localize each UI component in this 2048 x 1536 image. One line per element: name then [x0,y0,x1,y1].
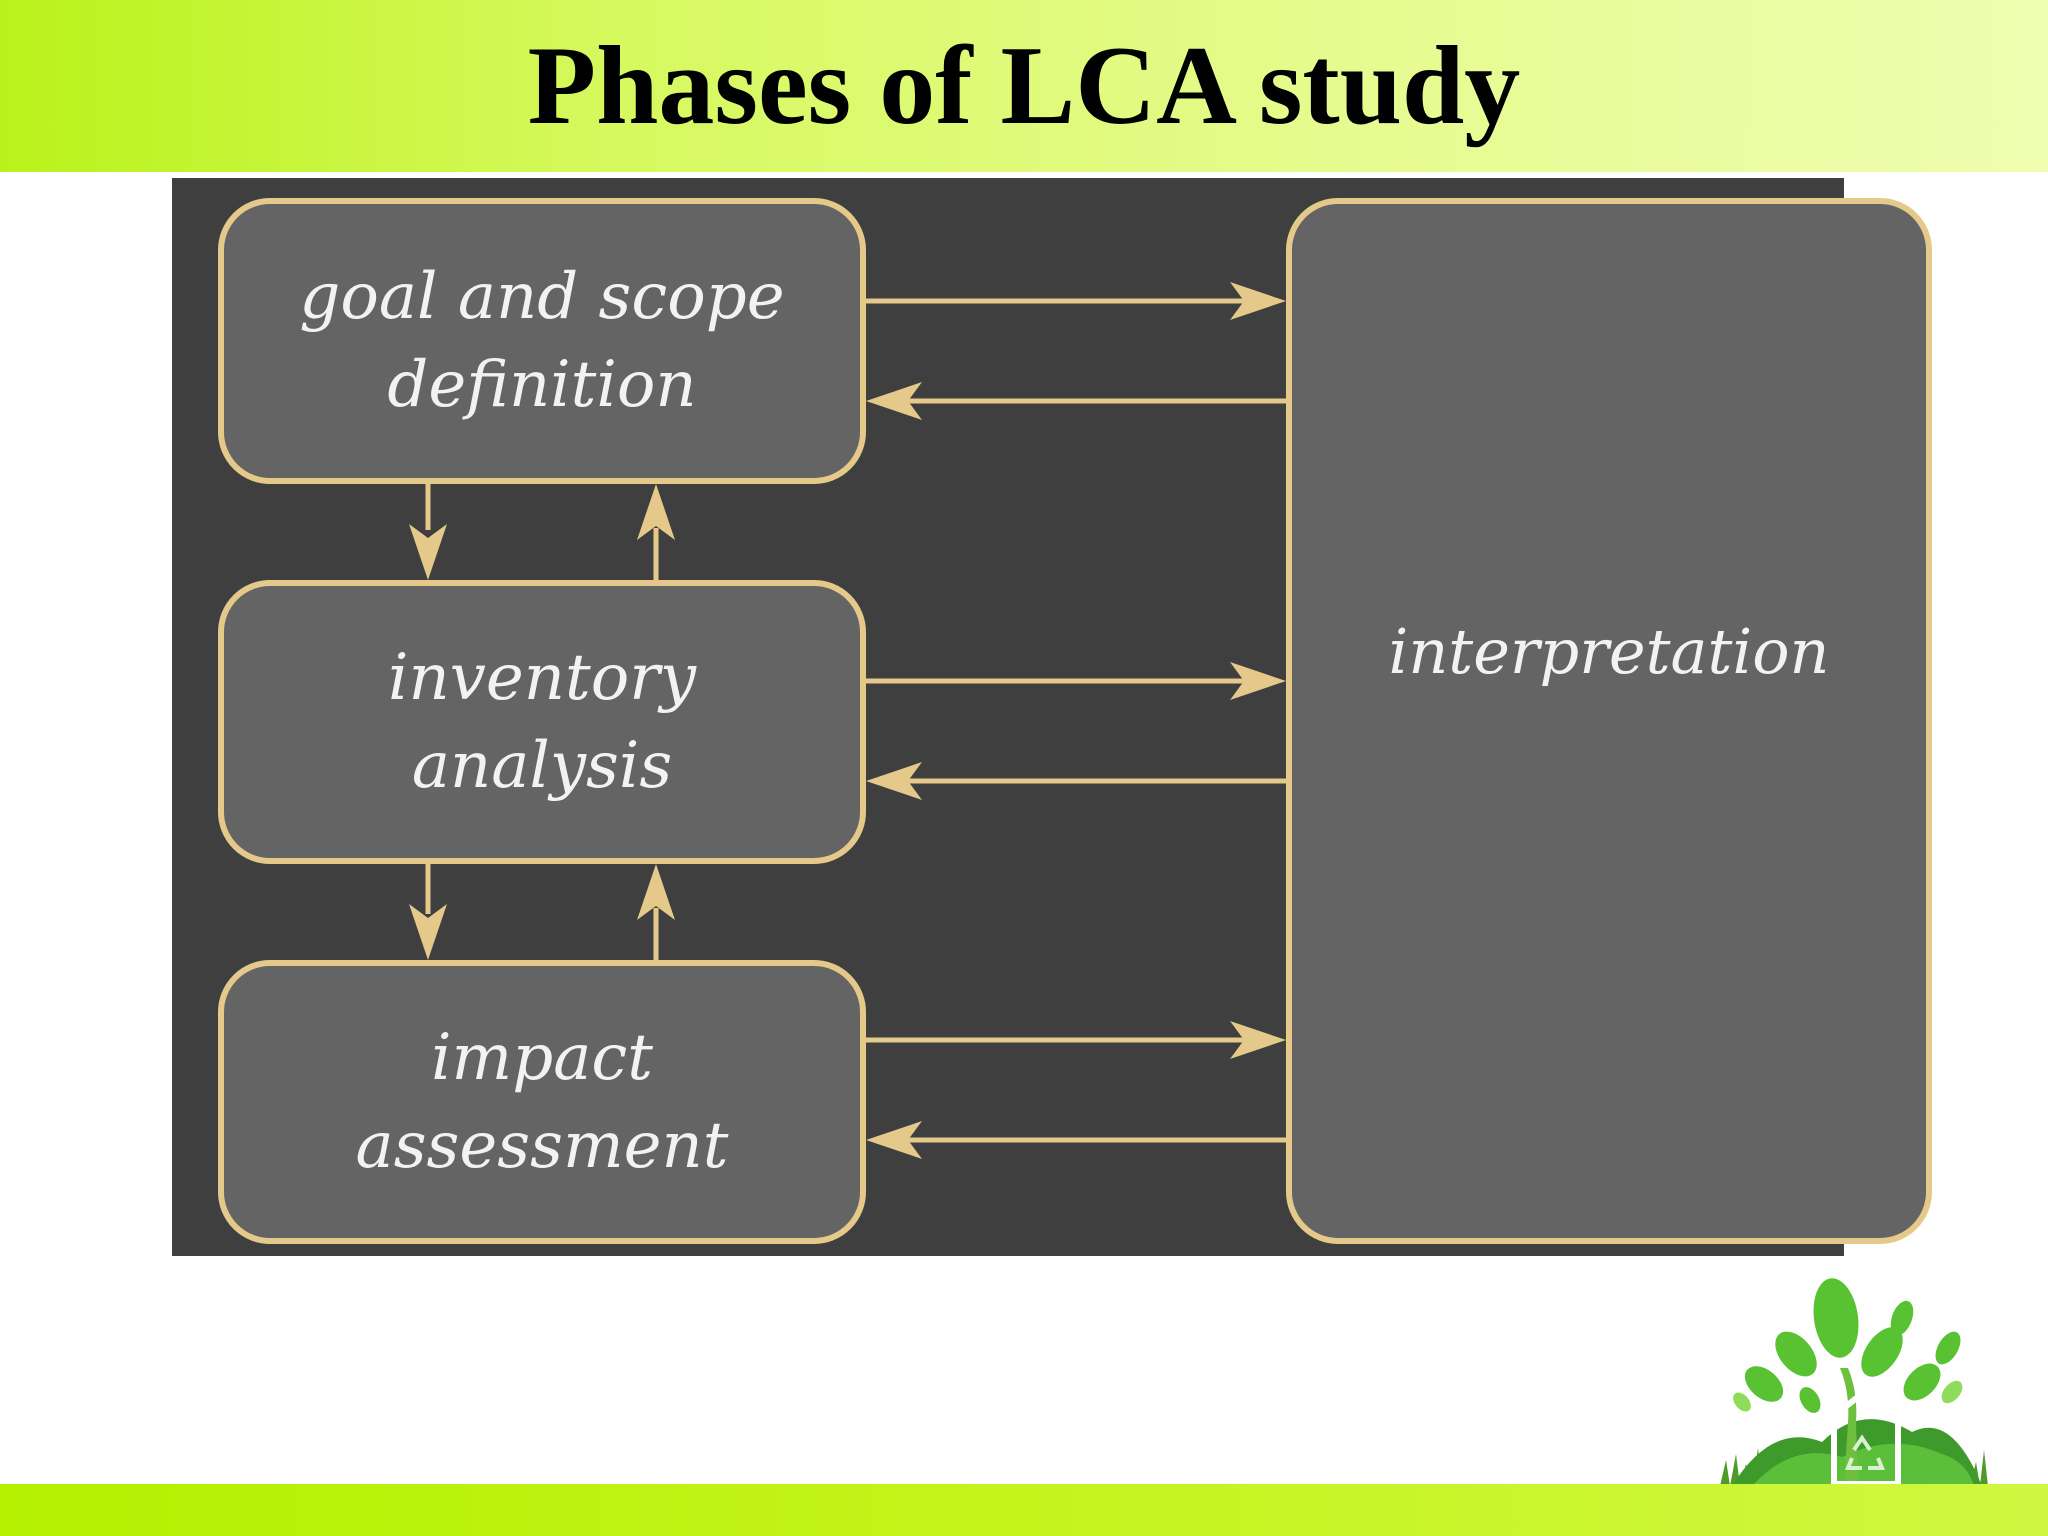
inventory-line-2: analysis [411,729,673,803]
impact-line-1: impact [431,1021,653,1095]
inventory-line-1: inventory [388,641,696,715]
arrow-impact-to-interpretation [866,1021,1286,1059]
slide-title: Phases of LCA study [527,23,1521,148]
arrow-inventory-to-goal [637,484,675,580]
interpretation-label: interpretation [1388,615,1830,688]
arrow-goal-to-inventory [409,484,447,580]
arrow-interpretation-to-inventory [866,762,1286,800]
impact-line-2: assessment [355,1109,729,1183]
impact-assessment-box: impact assessment [218,960,866,1244]
diagram-arrows [409,282,1286,1159]
interpretation: interpretation [1286,198,1932,1244]
goal-and-scope-box: goal and scope definition [218,198,866,484]
arrow-interpretation-to-goal [866,382,1286,420]
arrow-interpretation-to-impact [866,1121,1286,1159]
eco-house-recycle-icon [1712,1272,1996,1487]
arrow-impact-to-inventory [637,864,675,960]
goal-line-2: definition [387,348,697,422]
lca-diagram: goal and scope definition inventory anal… [172,178,1932,1256]
bottom-bar [0,1484,2048,1536]
arrow-inventory-to-impact [409,864,447,960]
goal-line-1: goal and scope [299,260,785,334]
title-bar [0,0,2048,172]
arrow-goal-to-interpretation [866,282,1286,320]
inventory-analysis-box: inventory analysis [218,580,866,864]
arrow-inventory-to-interpretation [866,662,1286,700]
